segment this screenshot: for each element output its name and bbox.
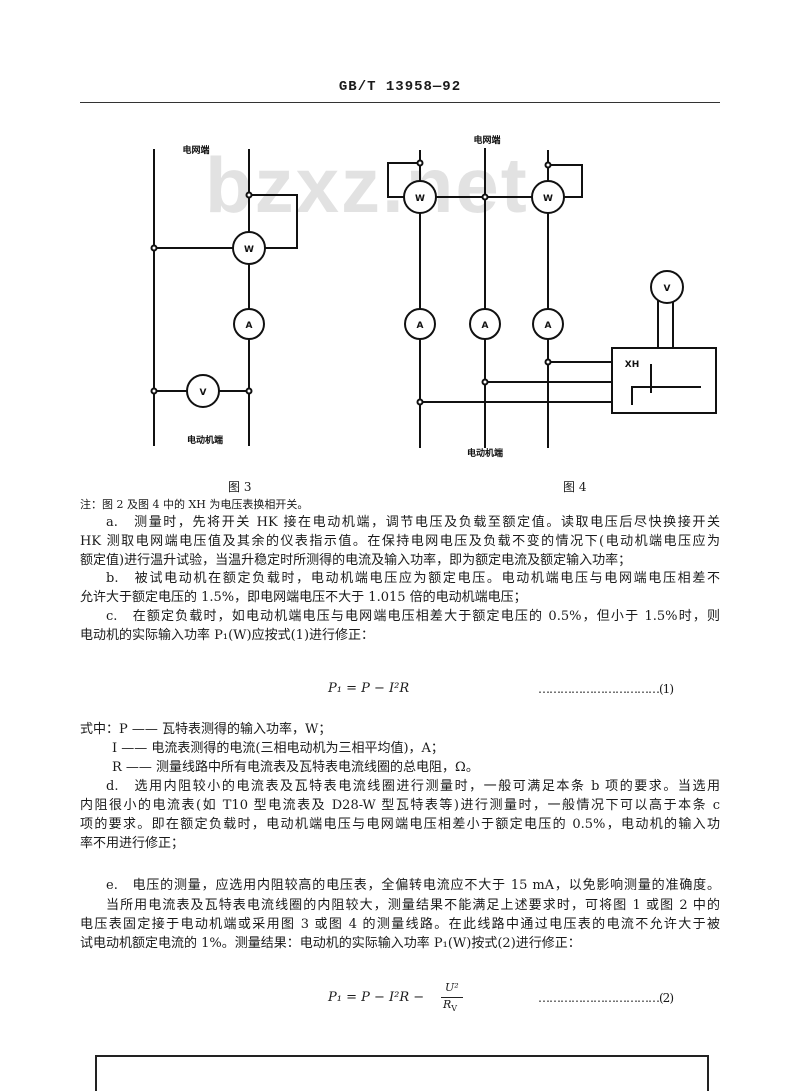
figure-4-circuit [387, 148, 717, 448]
para-e-line: 电压表固定接于电动机端或采用图 3 或图 4 的测量线路。在此线路中通过电压表的… [80, 917, 720, 932]
header-rule [80, 102, 720, 103]
para-c-line: c. 在额定负载时，如电动机端电压与电网端电压相差大于额定电压的 0.5%，但小… [106, 609, 720, 624]
where-line: R —— 测量线路中所有电流表及瓦特表电流线圈的总电阻，Ω。 [112, 760, 479, 775]
formula-2-numerator: U² [445, 981, 459, 994]
figure-3-caption: 图 3 [228, 480, 252, 494]
a-label: A [417, 321, 424, 331]
para-c-line: 电动机的实际输入功率 P₁(W)应按式(1)进行修正： [80, 628, 375, 643]
page-header: GB/T 13958—92 [338, 79, 462, 95]
formula-1: P₁ = P − I²R [328, 681, 410, 696]
where-line: I —— 电流表测得的电流(三相电动机为三相平均值)，A； [112, 741, 444, 756]
a-label: A [246, 321, 253, 331]
fraction-bar [441, 997, 463, 998]
para-a-line: 额定值)进行温升试验，当温升稳定时所测得的电流及输入功率，即为额定电流及额定输入… [80, 553, 632, 568]
para-e-line: 试电动机额定电流的 1%。测量结果：电动机的实际输入功率 P₁(W)按式(2)进… [80, 936, 581, 951]
a-label: A [482, 321, 489, 331]
fig3-ammeter [233, 308, 265, 340]
formula-2-subscript: V [451, 1004, 458, 1014]
para-a-line: HK 测取电网端电压值及其余的仪表指示值。在保持电网电压及负载不变的情况下(电动… [80, 534, 720, 549]
formula-1-number: ……………………………(1) [538, 682, 674, 696]
para-d-line: 内阻很小的电流表(如 T10 型电流表及 D28-W 型瓦特表等)进行测量时，一… [80, 798, 720, 813]
xh-label: XH [625, 360, 639, 370]
fig3-top-label: 电网端 [182, 144, 209, 156]
para-b-line: b. 被试电动机在额定负载时，电动机端电压应为额定电压。电动机端电压与电网端电压… [106, 571, 720, 586]
figure-4-caption: 图 4 [563, 480, 587, 494]
fig3-bottom-label: 电动机端 [187, 434, 223, 446]
para-b-line: 允许大于额定电压的 1.5%，即电网端电压不大于 1.015 倍的电动机端电压； [80, 590, 527, 605]
para-a-line: a. 测量时，先将开关 HK 接在电动机端，调节电压及负载至额定值。读取电压后尽… [106, 515, 720, 530]
para-e-line: 当所用电流表及瓦特表电流线圈的内阻较大，测量结果不能满足上述要求时，可将图 1 … [106, 898, 720, 913]
formula-2-number: ……………………………(2) [538, 991, 674, 1005]
para-e-line: e. 电压的测量，应选用内阻较高的电压表，全偏转电流应不大于 15 mA，以免影… [106, 878, 720, 893]
para-d-line: d. 选用内阻较小的电流表及瓦特表电流线圈进行测量时，一般可满足本条 b 项的要… [106, 779, 720, 794]
fig3-wattmeter [232, 231, 266, 265]
a-label: A [545, 321, 552, 331]
formula-2-lhs: P₁ = P − I²R − [328, 990, 425, 1005]
formula-1-no: (1) [659, 682, 674, 696]
w-label: W [244, 245, 254, 255]
note: 注：图 2 及图 4 中的 XH 为电压表换相开关。 [80, 498, 309, 511]
para-d-line: 率不用进行修正； [80, 836, 185, 851]
v-label: V [200, 388, 207, 398]
fig4-top-label: 电网端 [473, 134, 500, 146]
fig3-voltmeter [186, 374, 220, 408]
v-label: V [664, 284, 671, 294]
w-label: W [543, 194, 553, 204]
where-line: 式中：P —— 瓦特表测得的输入功率，W； [80, 722, 332, 737]
fig4-bottom-label: 电动机端 [467, 447, 503, 459]
para-d-line: 项的要求。即在额定负载时，电动机端电压与电网端电压相差小于额定电压的 0.5%，… [80, 817, 720, 832]
figure-3-circuit [150, 149, 298, 446]
formula-2-no: (2) [659, 991, 674, 1005]
w-label: W [415, 194, 425, 204]
footer-box [95, 1055, 709, 1091]
watermark: bzxz.net [205, 141, 529, 229]
formula-2-denominator: R [443, 998, 452, 1011]
